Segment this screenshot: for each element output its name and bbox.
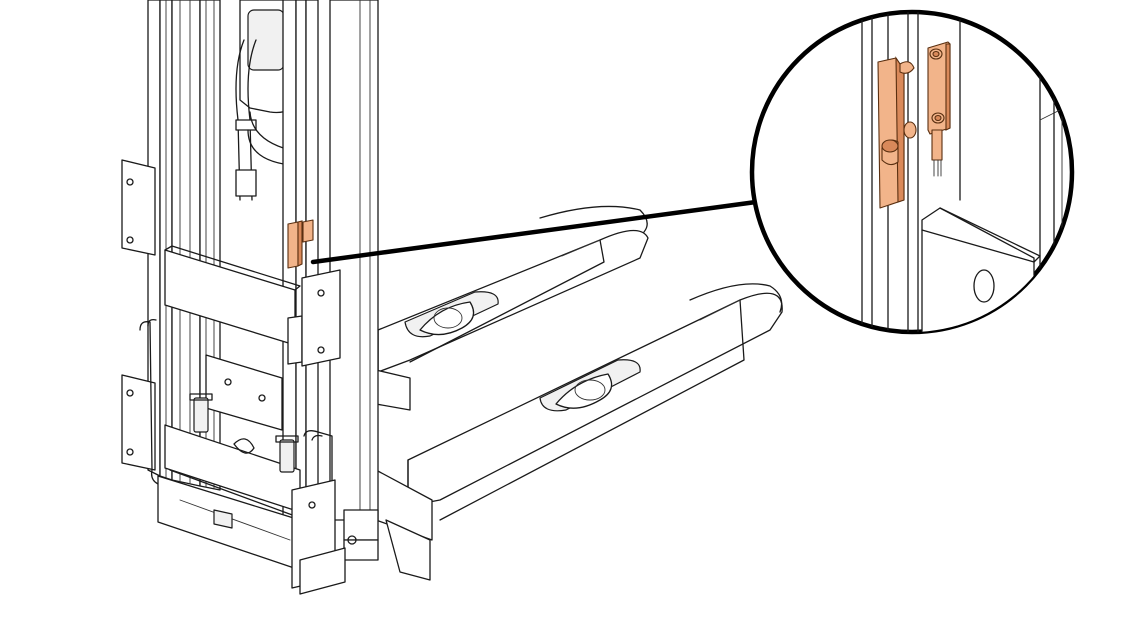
fork-lower (407, 283, 783, 521)
sensor-on-mast (287, 219, 314, 269)
detail-callout (749, 9, 1075, 335)
fork-upper (377, 205, 649, 373)
pallet-forks (375, 205, 783, 581)
mast-assembly (121, 0, 379, 595)
magnet-bracket (877, 56, 917, 209)
callout-leader-line (310, 199, 759, 265)
proximity-sensor (927, 41, 951, 177)
